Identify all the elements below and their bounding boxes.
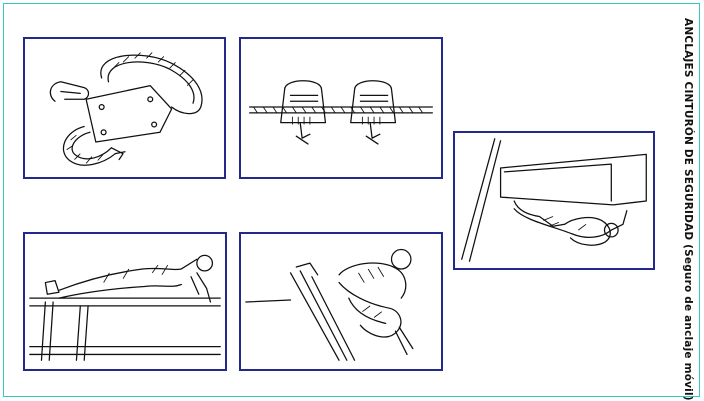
document-title-vertical: ANCLAJES CINTURÓN DE SEGURIDAD (Seguro d… [670, 18, 704, 394]
document-title: ANCLAJES CINTURÓN DE SEGURIDAD (Seguro d… [682, 18, 694, 401]
illustration-rope-lanyard [23, 37, 226, 179]
rope-grab-drawing [241, 39, 441, 177]
document-sheet: ANCLAJES CINTURÓN DE SEGURIDAD (Seguro d… [3, 3, 700, 397]
rope-lanyard-drawing [25, 39, 224, 177]
worker-beam-drawing [25, 234, 225, 369]
illustration-rope-grabs [239, 37, 443, 179]
illustration-worker-overhang [453, 131, 655, 270]
illustration-worker-beam [23, 232, 227, 371]
illustration-worker-edge [239, 232, 443, 371]
worker-edge-drawing [241, 234, 441, 369]
worker-overhang-drawing [455, 133, 653, 268]
